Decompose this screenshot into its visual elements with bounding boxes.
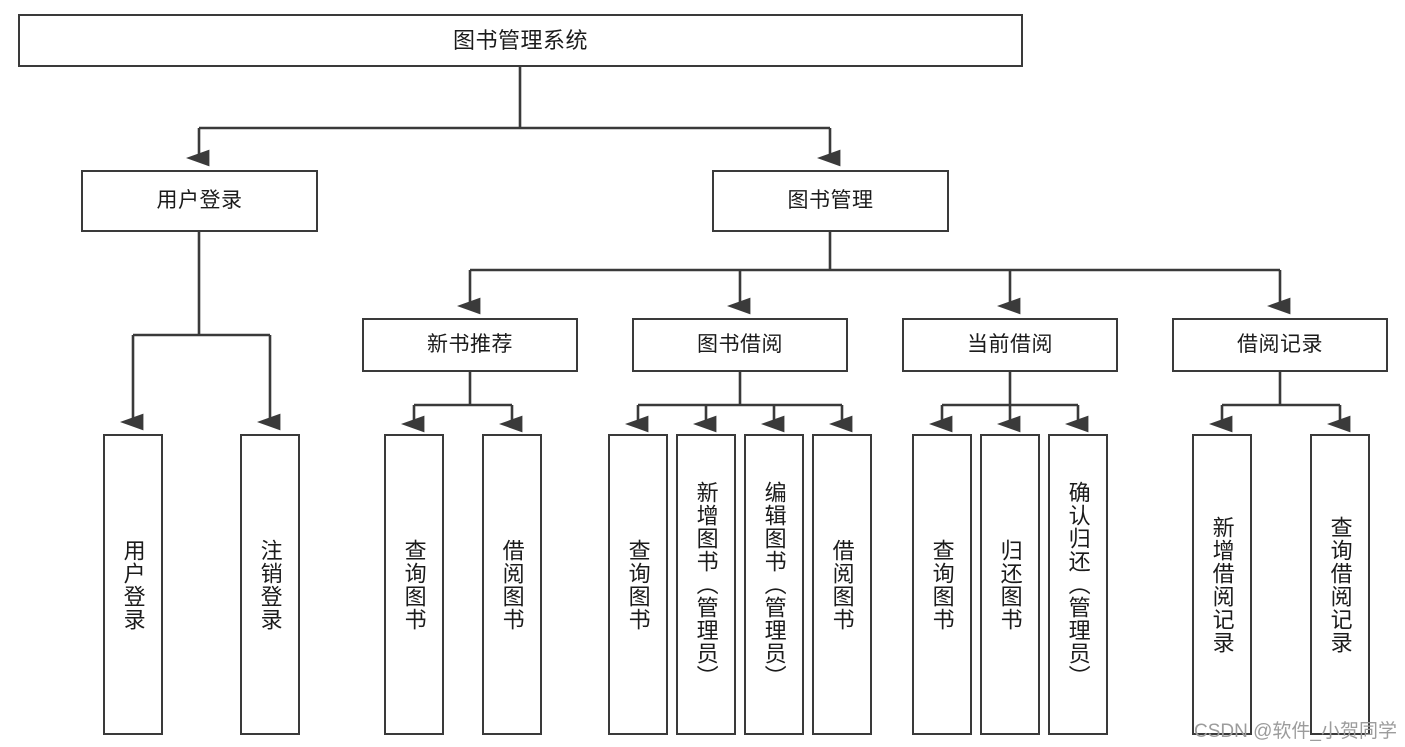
leaf-borrow-query-book[interactable]: 查询图书 (608, 434, 668, 735)
leaf-user-login-login[interactable]: 用户登录 (103, 434, 163, 735)
node-borrow-record[interactable]: 借阅记录 (1172, 318, 1388, 372)
leaf-current-return-book[interactable]: 归还图书 (980, 434, 1040, 735)
node-new-book-recommend[interactable]: 新书推荐 (362, 318, 578, 372)
leaf-record-query-record[interactable]: 查询借阅记录 (1310, 434, 1370, 735)
node-root-system[interactable]: 图书管理系统 (18, 14, 1023, 67)
node-label: 编辑图书（管理员） (761, 481, 787, 688)
node-book-management[interactable]: 图书管理 (712, 170, 949, 232)
leaf-current-confirm-return-admin[interactable]: 确认归还（管理员） (1048, 434, 1108, 735)
node-label: 图书借阅 (697, 332, 783, 356)
leaf-borrow-add-book-admin[interactable]: 新增图书（管理员） (676, 434, 736, 735)
node-label: 查询借阅记录 (1327, 515, 1353, 654)
leaf-recommend-query-book[interactable]: 查询图书 (384, 434, 444, 735)
node-user-login[interactable]: 用户登录 (81, 170, 318, 232)
node-label: 注销登录 (257, 538, 283, 631)
node-label: 借阅图书 (829, 538, 855, 631)
node-label: 用户登录 (156, 188, 243, 212)
node-label: 借阅图书 (499, 538, 525, 631)
node-label: 新增图书（管理员） (693, 481, 719, 688)
node-current-borrow[interactable]: 当前借阅 (902, 318, 1118, 372)
node-label: 当前借阅 (967, 332, 1053, 356)
leaf-record-add-record[interactable]: 新增借阅记录 (1192, 434, 1252, 735)
node-label: 图书管理系统 (452, 27, 588, 53)
leaf-borrow-edit-book-admin[interactable]: 编辑图书（管理员） (744, 434, 804, 735)
node-label: 用户登录 (120, 538, 146, 631)
leaf-user-login-logout[interactable]: 注销登录 (240, 434, 300, 735)
node-book-borrow[interactable]: 图书借阅 (632, 318, 848, 372)
node-label: 新增借阅记录 (1209, 515, 1235, 654)
node-label: 新书推荐 (427, 332, 513, 356)
leaf-recommend-borrow-book[interactable]: 借阅图书 (482, 434, 542, 735)
node-label: 查询图书 (929, 538, 955, 631)
node-label: 借阅记录 (1237, 332, 1323, 356)
leaf-borrow-borrow-book[interactable]: 借阅图书 (812, 434, 872, 735)
node-label: 图书管理 (787, 188, 874, 212)
node-label: 归还图书 (997, 538, 1023, 631)
leaf-current-query-book[interactable]: 查询图书 (912, 434, 972, 735)
node-label: 查询图书 (401, 538, 427, 631)
node-label: 查询图书 (625, 538, 651, 631)
node-label: 确认归还（管理员） (1065, 481, 1091, 688)
